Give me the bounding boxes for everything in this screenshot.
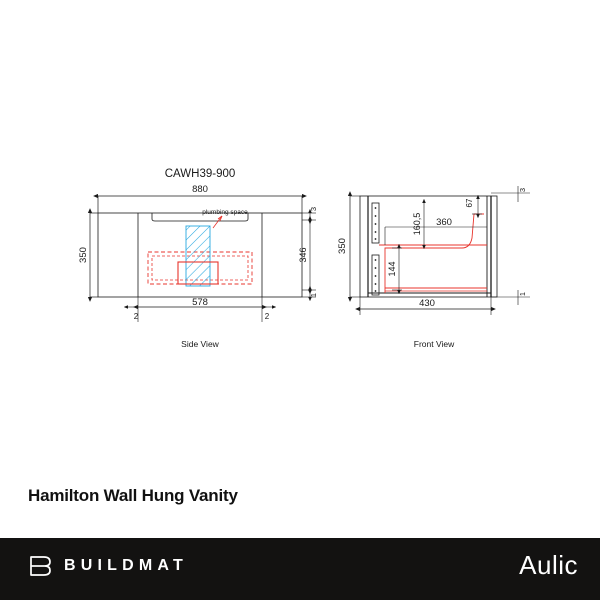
front-dim-144: 144 [387, 243, 402, 295]
side-dim-578: 578 2 2 [123, 297, 277, 322]
front-dim-430: 430 [355, 297, 496, 315]
side-dim-right-stack: 3 346 1 [298, 207, 318, 302]
side-dim-top-edge-label: 3 [309, 207, 318, 211]
front-dim-67: 67 [465, 194, 482, 219]
front-dim-430-label: 430 [419, 298, 435, 309]
side-dim-880: 880 [93, 184, 307, 213]
front-dim-top-edge-label: 3 [518, 188, 527, 192]
side-view-group: 880 [78, 184, 318, 349]
front-view-caption: Front View [414, 339, 455, 349]
side-view-red-solid-box [177, 261, 219, 285]
plumbing-space-hatch [185, 225, 211, 287]
footer-brand-bar: BUILDMAT Aulic [0, 538, 600, 600]
side-dim-350-label: 350 [78, 247, 89, 263]
side-dim-880-label: 880 [192, 184, 208, 195]
page-title: Hamilton Wall Hung Vanity [28, 486, 238, 505]
side-dim-578-label: 578 [192, 297, 208, 308]
technical-drawing-svg: CAWH39-900 880 [78, 168, 530, 349]
aulic-wordmark: Aulic [519, 550, 578, 580]
plumbing-space-label: plumbing space [202, 209, 248, 216]
side-dim-bottom-edge-label: 1 [309, 293, 318, 297]
front-dim-bottom-edge-label: 1 [518, 292, 527, 296]
front-view-outline [359, 195, 498, 298]
front-dim-144-label: 144 [387, 261, 397, 276]
front-view-group: 350 160,5 360 144 [337, 186, 530, 349]
front-dim-right-stack: 3 1 [491, 186, 530, 305]
technical-drawing-area: CAWH39-900 880 [78, 168, 530, 349]
front-dim-360-label: 360 [436, 217, 452, 228]
product-caption-band: Hamilton Wall Hung Vanity [0, 470, 600, 538]
front-dim-350: 350 [337, 191, 360, 302]
buildmat-logo: BUILDMAT [28, 554, 188, 578]
buildmat-b-mark-icon [30, 556, 51, 576]
front-dim-160-5: 160,5 [412, 198, 426, 250]
mounting-brackets [371, 202, 380, 296]
buildmat-wordmark: BUILDMAT [64, 557, 188, 574]
plumbing-space-annotation: plumbing space [202, 209, 248, 229]
side-view-caption: Side View [181, 339, 220, 349]
front-view-red-profile [379, 213, 487, 293]
side-dim-350: 350 [78, 208, 98, 302]
side-view-outline [97, 212, 303, 298]
side-dim-346-label: 346 [298, 247, 308, 262]
side-dim-right-offset-label: 2 [265, 312, 270, 321]
front-dim-160-5-label: 160,5 [412, 213, 422, 236]
front-dim-67-label: 67 [465, 198, 474, 207]
model-code-label: CAWH39-900 [165, 168, 236, 180]
front-dim-360: 360 [384, 217, 487, 245]
front-dim-350-label: 350 [337, 238, 348, 254]
side-dim-left-offset-label: 2 [134, 312, 139, 321]
